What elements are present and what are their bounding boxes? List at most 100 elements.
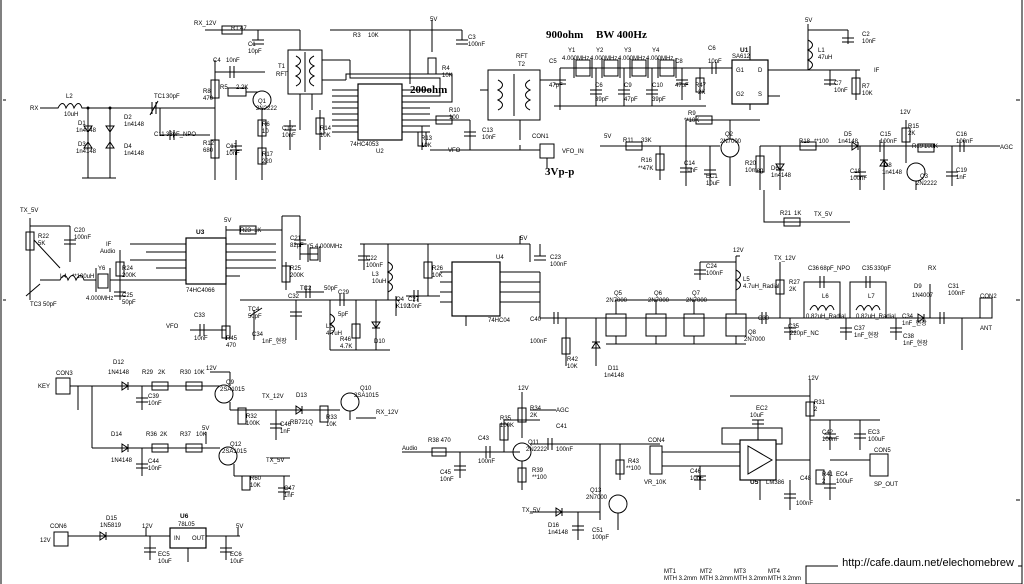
mounting-hole-4: MT4 MTH 3.2mm: [768, 569, 801, 583]
part-label: C4: [213, 58, 221, 64]
part-label: 10K: [862, 91, 873, 97]
part-label: 10nF: [194, 336, 208, 342]
part-label: 47pF: [675, 83, 689, 89]
part-label: L5: [326, 324, 333, 330]
y3-ref: Y3: [624, 48, 632, 54]
part-label: 1n4148: [771, 173, 792, 179]
part-label: Q13: [590, 488, 602, 494]
part-label: L2: [66, 94, 73, 100]
part-label: 2K: [698, 90, 705, 96]
y1-freq: 4.000MHz: [562, 56, 589, 62]
part-label: L3: [372, 272, 379, 278]
con5-label: CON5: [874, 448, 891, 454]
v5-rail-key: 5V: [202, 426, 209, 432]
part-label: D15: [106, 516, 118, 522]
part-label: **100uH: [72, 274, 94, 280]
part-label: 1n4148: [548, 530, 569, 536]
annotations: 900ohm BW 400Hz 200ohm 3Vp-p: [410, 29, 647, 178]
u3-ref: U3: [196, 229, 205, 236]
part-label: C1: [248, 42, 256, 48]
part-label: 10K: [320, 133, 331, 139]
part-label: R45: [226, 336, 238, 342]
y6-ref: Y6: [98, 266, 106, 272]
part-label: C46: [280, 422, 292, 428]
part-label: 2: [814, 407, 818, 413]
part-labels: U1 SA612 G1 D G2 S 74HC4053 U3 74HC4066 …: [50, 47, 997, 542]
part-label: 1nF: [280, 429, 291, 435]
part-label: R11: [623, 138, 634, 144]
part-label: EC2: [756, 406, 768, 412]
part-label: R15: [908, 124, 920, 130]
part-label: 2K: [530, 413, 537, 419]
v5-rail-agc: 5V: [604, 134, 611, 140]
part-label: 2N7000: [648, 298, 670, 304]
part-label: Q3: [920, 174, 929, 180]
u5-part: LM386: [766, 480, 785, 486]
part-label: C18: [850, 169, 862, 175]
part-label: 100nF: [706, 271, 723, 277]
part-label: 1n4148: [838, 139, 859, 145]
part-label: R41: [822, 472, 834, 478]
part-label: 2K: [158, 370, 165, 376]
v12-rail-lm386: 12V: [808, 376, 819, 382]
part-label: 10nF: [440, 477, 454, 483]
part-label: C7: [834, 81, 842, 87]
part-label: U4: [496, 255, 504, 261]
part-label: 10nF: [708, 59, 722, 65]
tx5-rail: TX_5V: [20, 208, 38, 214]
rx-label-pa: RX: [928, 266, 936, 272]
part-label: R33: [326, 415, 338, 421]
part-label: 10meg: [745, 168, 763, 174]
part-label: 1n4148: [604, 373, 625, 379]
ic-u3: [130, 215, 324, 340]
agc-output-label: AGC: [1000, 145, 1014, 151]
part-label: R12: [203, 141, 215, 147]
part-label: R22: [38, 234, 50, 240]
ic-u1: [720, 24, 861, 110]
part-label: R31: [814, 400, 826, 406]
part-label: 1N4148: [111, 458, 133, 464]
part-label: 10nF: [226, 58, 240, 64]
part-label: 100nF: [366, 263, 383, 269]
mt3-ref: MT3: [734, 569, 746, 575]
part-label: D11: [608, 366, 619, 372]
part-label: C48: [800, 476, 812, 482]
part-label: TC3 50pF: [30, 302, 57, 308]
part-label: R30: [180, 370, 192, 376]
part-label: C34: [902, 314, 914, 320]
transformer-t1: [287, 30, 350, 130]
part-label: Q9: [226, 380, 235, 386]
part-label: D5: [844, 132, 852, 138]
part-label: 2N7000: [586, 495, 608, 501]
part-label: C8: [675, 59, 683, 65]
audio-input-label: Audio: [402, 446, 418, 452]
key-switching: [55, 371, 376, 500]
part-label: 2K: [908, 131, 915, 137]
crystal-filter: [554, 58, 720, 110]
part-label: 680: [203, 148, 214, 154]
part-label: C3: [468, 35, 476, 41]
part-label: 1n4148: [76, 128, 97, 134]
part-label: 2K: [789, 287, 796, 293]
part-label: 220pF_NC: [790, 331, 820, 337]
part-label: C34: [252, 332, 264, 338]
part-label: R27: [789, 280, 801, 286]
part-label: 10nF: [148, 401, 162, 407]
bandwidth-note: BW 400Hz: [596, 29, 647, 41]
part-label: 2SA1015: [222, 449, 247, 455]
part-label: R13: [421, 136, 433, 142]
y5-label: Y5 4.000MHz: [306, 244, 342, 250]
pa-stage: [553, 255, 993, 366]
tx5-rail-audio: TX_5V: [522, 508, 540, 514]
part-label: EC5: [158, 552, 170, 558]
part-label: L5: [743, 277, 750, 283]
part-label: R47: [695, 83, 707, 89]
volume-label: VR_10K: [644, 480, 666, 486]
u6-pin-out: OUT: [192, 536, 205, 542]
part-label: C17: [226, 144, 238, 150]
vfo-switch: [25, 218, 186, 300]
part-label: C41: [556, 424, 568, 430]
part-label: C16: [956, 132, 968, 138]
v5-rail-u3: 5V: [224, 218, 231, 224]
